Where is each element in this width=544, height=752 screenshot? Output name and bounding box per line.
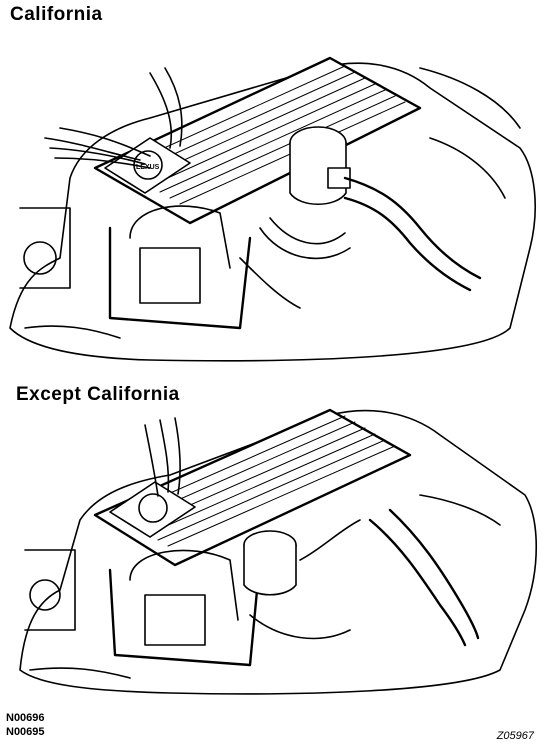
california-heading: California	[10, 4, 103, 25]
engine-diagram-california: LEXUS	[0, 28, 544, 368]
figure-code: Z05967	[496, 730, 534, 742]
reference-code-a: N00696	[6, 712, 45, 724]
engine-diagram-except-california	[0, 400, 544, 700]
except-california-heading: Except California	[16, 384, 180, 405]
reference-code-b: N00695	[6, 726, 45, 738]
